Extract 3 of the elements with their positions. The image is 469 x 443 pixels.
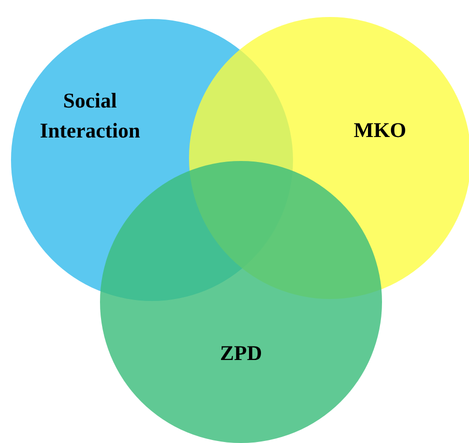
set-label: ZPD (219, 340, 263, 367)
set-label: Social Interaction (38, 88, 142, 145)
set-label: MKO (352, 116, 408, 144)
